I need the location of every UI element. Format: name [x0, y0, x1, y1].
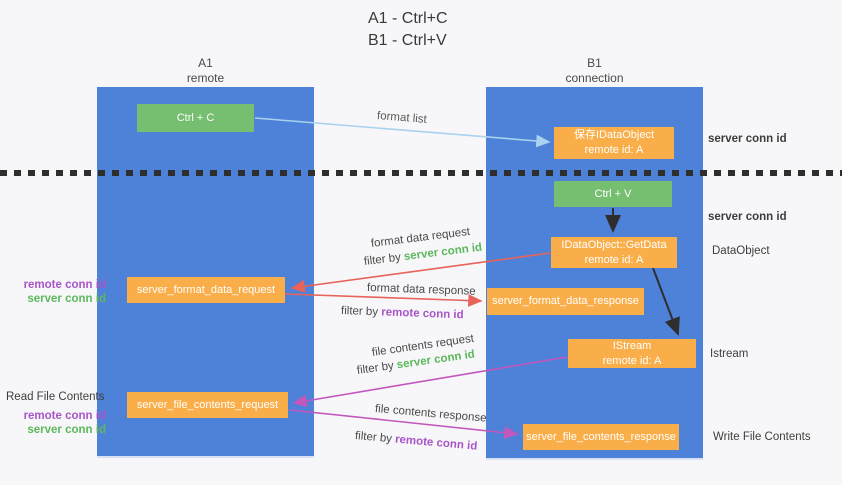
title-line-b1: B1 - Ctrl+V	[368, 32, 447, 49]
node-ctrl-c-label: Ctrl + C	[176, 111, 215, 124]
node-save-dataobject-line2: remote id: A	[584, 144, 644, 156]
node-server-file-contents-response: server_file_contents_response	[523, 424, 679, 450]
lane-a1-name: A1	[198, 56, 213, 70]
filter-by-text: filter by	[354, 430, 396, 446]
node-ctrl-v-label: Ctrl + V	[594, 187, 632, 200]
node-ctrl-c: Ctrl + C	[137, 104, 254, 132]
node-idataobject-getdata: IDataObject::GetData remote id: A	[551, 237, 677, 268]
remote-conn-id-text: remote conn id	[394, 433, 478, 453]
diagram-title: A1 - Ctrl+C B1 - Ctrl+V	[368, 8, 448, 52]
label-dataobject: DataObject	[712, 245, 770, 257]
label-server-conn-id-top: server conn id	[708, 133, 787, 145]
node-server-format-data-response: server_format_data_response	[487, 288, 644, 315]
session-divider-line	[0, 170, 842, 176]
label-server-conn-id-mid: server conn id	[708, 211, 787, 223]
left-conn-ids-top: remote conn id server conn id	[6, 278, 106, 306]
label-file-contents-response: file contents response	[374, 403, 487, 425]
server-conn-id-label: server conn id	[27, 424, 106, 436]
node-server-file-contents-request: server_file_contents_request	[127, 392, 288, 418]
label-format-list: format list	[376, 110, 428, 126]
label-read-file-contents: Read File Contents	[6, 391, 105, 403]
filter-by-text: filter by	[340, 305, 382, 319]
left-conn-ids-bottom: remote conn id server conn id	[6, 409, 106, 437]
node-format-response-label: server_format_data_response	[492, 295, 639, 308]
label-filter-by-remote-conn-id-2: filter by remote conn id	[354, 430, 477, 453]
node-istream-line1: IStream	[612, 339, 652, 352]
lane-a1-role: remote	[186, 71, 225, 85]
node-istream-line2: remote id: A	[602, 354, 662, 367]
node-istream: IStream remote id: A	[568, 339, 696, 368]
remote-conn-id-text: remote conn id	[381, 306, 464, 322]
node-file-response-label: server_file_contents_response	[526, 430, 676, 443]
lane-b1-role: connection	[565, 71, 624, 85]
server-conn-id-label: server conn id	[27, 293, 106, 305]
lane-header-b1: B1 connection	[486, 56, 703, 86]
lane-header-a1: A1 remote	[97, 56, 314, 86]
remote-conn-id-label: remote conn id	[23, 279, 106, 291]
node-save-dataobject-line1: 保存IDataObject	[573, 129, 655, 142]
label-write-file-contents: Write File Contents	[713, 431, 811, 443]
filter-by-text: filter by	[363, 251, 405, 268]
title-line-a1: A1 - Ctrl+C	[368, 10, 448, 27]
node-getdata-line1: IDataObject::GetData	[561, 238, 667, 251]
label-format-data-response: format data response	[366, 282, 476, 298]
node-format-request-label: server_format_data_request	[136, 283, 276, 296]
node-getdata-line2: remote id: A	[584, 253, 644, 266]
server-conn-id-text: server conn id	[403, 241, 483, 264]
lane-b1-name: B1	[587, 56, 602, 70]
node-ctrl-v: Ctrl + V	[554, 181, 672, 207]
node-file-request-label: server_file_contents_request	[136, 398, 279, 411]
node-save-dataobject: 保存IDataObject remote id: A	[554, 127, 674, 159]
node-server-format-data-request: server_format_data_request	[127, 277, 285, 303]
label-filter-by-remote-conn-id-1: filter by remote conn id	[341, 305, 464, 321]
filter-by-text: filter by	[356, 359, 398, 377]
label-istream: Istream	[710, 348, 749, 360]
remote-conn-id-label: remote conn id	[23, 410, 106, 422]
